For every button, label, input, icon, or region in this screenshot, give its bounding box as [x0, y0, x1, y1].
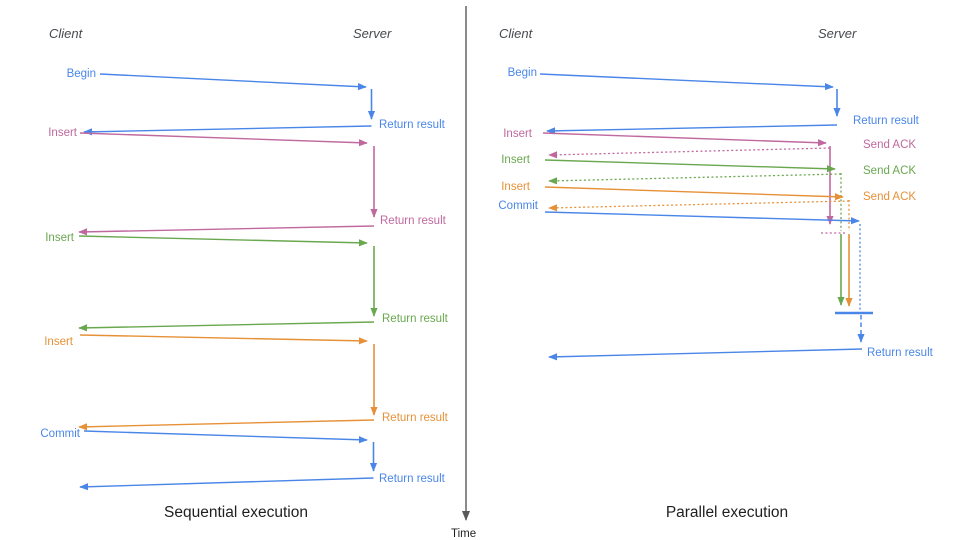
par-commit-request-line — [544, 211, 860, 225]
par-insert1-ack-label: Send ACK — [863, 139, 916, 151]
par-insert2-request-line — [544, 159, 836, 173]
par-insert1-label: Insert — [503, 128, 533, 140]
par-insert2-label: Insert — [501, 154, 531, 166]
seq-panel-title: Sequential execution — [164, 504, 308, 521]
seq-insert3-request-line — [79, 334, 368, 345]
time-axis-label: Time — [451, 528, 476, 540]
par-begin-request-line — [539, 73, 834, 91]
time-axis: Time — [451, 6, 476, 540]
seq-insert2-response-label: Return result — [382, 313, 449, 325]
seq-insert2-response-line — [78, 321, 375, 332]
par-final-response-line — [548, 348, 863, 361]
sequential-panel: Client Server Begin Return result Insert… — [40, 26, 448, 521]
par-begin-label: Begin — [508, 67, 537, 79]
par-insert2-ack-line — [548, 173, 842, 185]
seq-commit-response-label: Return result — [379, 473, 446, 485]
seq-commit-response-line — [79, 477, 374, 491]
seq-begin-label: Begin — [67, 68, 96, 80]
seq-insert1-request-line — [79, 132, 368, 147]
seq-commit-label: Commit — [40, 428, 80, 440]
par-begin-response-line — [546, 124, 838, 135]
seq-insert1-response-label: Return result — [380, 215, 447, 227]
par-client-header: Client — [499, 26, 534, 41]
par-panel-title: Parallel execution — [666, 504, 788, 521]
seq-commit-request-line — [83, 430, 368, 444]
seq-insert3-response-label: Return result — [382, 412, 449, 424]
par-insert3-request-line — [544, 186, 844, 201]
par-begin-response-label: Return result — [853, 115, 920, 127]
par-insert2-ack-label: Send ACK — [863, 165, 916, 177]
seq-insert1-label: Insert — [48, 127, 78, 139]
parallel-panel: Client Server Begin Return result Insert… — [498, 26, 933, 521]
seq-insert1-response-line — [78, 225, 375, 236]
par-insert1-request-line — [542, 132, 827, 147]
par-insert3-label: Insert — [501, 181, 531, 193]
seq-client-header: Client — [49, 26, 84, 41]
par-insert1-ack-line — [548, 147, 831, 159]
seq-insert3-response-line — [78, 419, 375, 431]
seq-begin-response-label: Return result — [379, 119, 446, 131]
seq-begin-response-line — [83, 125, 372, 136]
seq-begin-request-line — [99, 73, 367, 91]
seq-insert3-label: Insert — [44, 336, 74, 348]
par-commit-label: Commit — [498, 200, 538, 212]
seq-insert2-request-line — [78, 235, 368, 247]
seq-insert2-label: Insert — [45, 232, 75, 244]
par-insert3-ack-line — [548, 200, 850, 212]
par-server-header: Server — [818, 26, 857, 41]
par-commit-response-label: Return result — [867, 347, 934, 359]
seq-server-header: Server — [353, 26, 392, 41]
par-insert3-ack-label: Send ACK — [863, 191, 916, 203]
